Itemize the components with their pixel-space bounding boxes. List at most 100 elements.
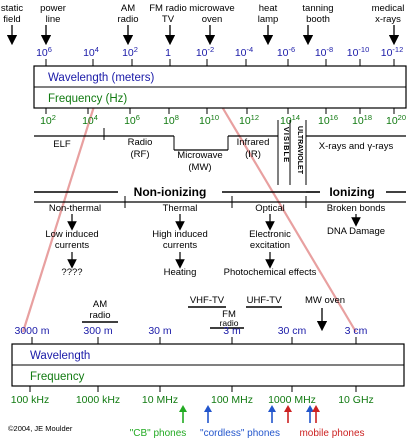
top-wavelength-label: Wavelength (meters) [48,72,154,84]
top-sources: static field power line AM radio FM radi… [1,3,405,46]
source-static-field: static field [1,3,23,46]
effect-heading-broken-bonds: Broken bonds [327,203,386,214]
cb-arrow-icon [179,405,187,423]
effect-result-optical: Photochemical effects [224,267,317,278]
wavelength-tick-label: 10-8 [315,45,333,59]
source-am-radio: AM radio [117,3,139,46]
service-am-radio-line2: radio [89,310,110,321]
wavelength-tick-label: 1 [165,47,171,59]
source-label-line2: x-rays [375,14,401,25]
cordless-arrow-icon [306,405,314,423]
source-label-line2: field [3,14,20,25]
cordless-arrow-icon [268,405,276,423]
region-visible: VISIBLE [282,127,291,163]
frequency-tick-label: 1016 [318,113,338,127]
source-power-line: power line [40,3,66,46]
region-infrared: Infrared [237,137,270,148]
frequency-tick-label: 1014 [280,113,300,127]
wavelength-tick-label: 10-2 [196,45,214,59]
effect-mid-line2: currents [163,240,198,251]
cordless-phones-label: "cordless" phones [200,428,280,439]
service-uhf-tv: UHF-TV [247,295,282,306]
service-vhf-tv: VHF-TV [190,295,225,306]
effect-mid-line1: Electronic [249,229,291,240]
wavelength-tick-label: 10-12 [381,45,404,59]
source-label-line1: FM radio [149,3,186,14]
mobile-phones-label: mobile phones [299,428,364,439]
source-label-line1: tanning [302,3,333,14]
region-elf: ELF [53,139,71,150]
effect-heading-optical: Optical [255,203,285,214]
source-microwave-oven: microwave oven [189,3,235,46]
wavelength-tick-label: 10-6 [277,45,295,59]
frequency-tick-label: 1020 [386,113,406,127]
mobile-arrow-icon [284,405,292,423]
effect-mid-line1: Low induced [45,229,98,240]
bottom-wavelength-tick: 30 m [148,325,172,337]
region-ultraviolet: ULTRAVIOLET [296,126,303,175]
top-band: Wavelength (meters) Frequency (Hz) [33,65,407,109]
source-label-line1: microwave [189,3,234,14]
bottom-frequency-tick: 10 GHz [338,394,374,406]
source-label-line2: oven [202,14,223,25]
bottom-wavelength-label: Wavelength [30,350,90,362]
source-label-line1: static [1,3,23,14]
effect-mid-line2: excitation [250,240,290,251]
bottom-frequency-label: Frequency [30,371,85,383]
frequency-tick-label: 106 [124,113,140,127]
bottom-wavelength-tick: 300 m [83,325,112,337]
frequency-tick-label: 108 [163,113,179,127]
source-label-line1: heat [259,3,278,14]
source-label-line1: power [40,3,66,14]
source-label-line2: lamp [258,14,279,25]
zoom-funnel [21,99,357,333]
source-label-line1: AM [121,3,135,14]
bottom-wavelength-tick: 3 m [223,325,241,337]
service-fm-radio-line1: FM [222,309,236,320]
cordless-arrow-icon [204,405,212,423]
frequency-tick-label: 104 [82,113,98,127]
effect-heading-nonthermal: Non-thermal [49,203,101,214]
spectrum-regions: ELF Radio (RF) Microwave (MW) Infrared (… [34,120,406,185]
region-infrared-abbr: (IR) [245,149,261,160]
wavelength-tick-label: 10-10 [347,45,370,59]
copyright-text: ©2004, JE Moulder [8,424,73,433]
wavelength-tick-label: 104 [83,45,99,59]
effect-dna-damage: DNA Damage [327,226,385,237]
bottom-wavelength-labels: 3000 m 300 m 30 m 3 m 30 cm 3 cm [14,325,368,344]
mobile-arrow-icon [312,405,320,423]
cb-phones-label: "CB" phones [130,428,187,439]
region-radio: Radio [128,137,153,148]
source-label-line1: medical [372,3,405,14]
region-radio-abbr: (RF) [131,149,150,160]
source-heat-lamp: heat lamp [258,3,279,46]
bottom-wavelength-tick: 3000 m [14,325,49,337]
bottom-frequency-tick: 1000 MHz [268,394,316,406]
source-tanning-booth: tanning booth [302,3,334,46]
effect-result-thermal: Heating [164,267,197,278]
non-ionizing-label: Non-ionizing [134,185,207,199]
source-label-line2: booth [306,14,330,25]
biological-effects: Non-thermal Low induced currents ???? Th… [34,196,406,278]
bottom-legend: ©2004, JE Moulder "CB" phones "cordless"… [8,424,365,439]
region-microwave: Microwave [177,150,222,161]
effect-result-nonthermal: ???? [61,267,82,278]
effect-mid-line2: currents [55,240,90,251]
bottom-wavelength-tick: 30 cm [278,325,307,337]
bottom-frequency-tick: 100 kHz [11,394,50,406]
bottom-services: AM radio VHF-TV FM radio UHF-TV MW oven [82,295,345,332]
phone-markers [179,405,320,423]
source-label-line2: radio [117,14,138,25]
top-frequency-label: Frequency (Hz) [48,93,127,105]
frequency-tick-label: 1018 [352,113,372,127]
source-fm-radio-tv: FM radio TV [149,3,187,46]
effect-heading-thermal: Thermal [163,203,198,214]
bottom-band: Wavelength Frequency [11,343,405,387]
ionizing-classification: Non-ionizing Ionizing [34,185,406,199]
ionizing-label: Ionizing [329,185,374,199]
bottom-wavelength-tick: 3 cm [345,325,368,337]
service-am-radio-line1: AM [93,299,107,310]
